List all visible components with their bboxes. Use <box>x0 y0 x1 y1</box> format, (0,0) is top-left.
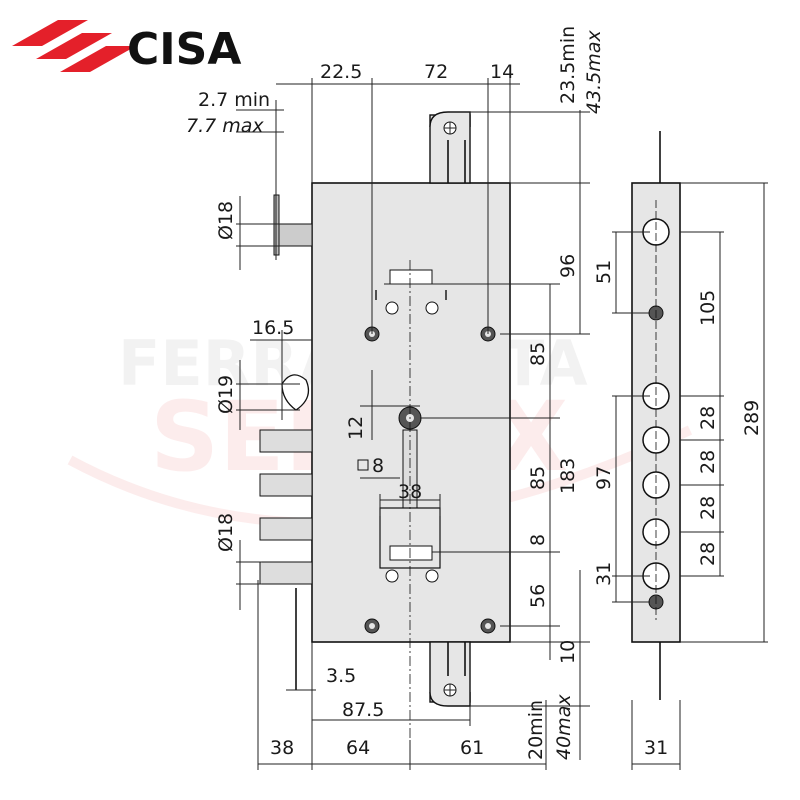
dim-40-value: 40 <box>553 736 575 760</box>
lock-side-view <box>631 131 681 700</box>
left-hardware <box>259 194 313 690</box>
dim-56: 56 <box>527 584 549 608</box>
dim-51: 51 <box>593 260 615 284</box>
dim-square-8: 8 <box>372 455 384 477</box>
dim-20-value: 20 <box>525 736 547 760</box>
dim-23-5-suffix: min <box>557 26 579 62</box>
dim-31-bottom: 31 <box>644 737 668 759</box>
dim-dia18-top: Ø18 <box>215 201 237 240</box>
dim-28-1: 28 <box>697 406 719 430</box>
dim-38-mid: 38 <box>398 481 422 503</box>
dim-12: 12 <box>345 416 367 440</box>
lower-cylinder-cam <box>379 507 441 583</box>
dim-43-5-value: 43.5 <box>583 72 605 114</box>
dim-28-4: 28 <box>697 542 719 566</box>
dim-28-3: 28 <box>697 496 719 520</box>
cisa-logo-stripes-icon <box>12 20 136 72</box>
dim-183: 183 <box>557 458 579 494</box>
dim-38: 38 <box>270 737 294 759</box>
dim-85-lower: 85 <box>527 466 549 490</box>
cisa-logo: CISA <box>12 20 241 75</box>
dim-40-suffix: max <box>553 694 575 736</box>
dimension-labels: 22.5 72 14 2.7 min 7.7 max Ø18 16.5 Ø19 … <box>186 26 763 760</box>
dim-dia19: Ø19 <box>215 375 237 414</box>
dim-3-5: 3.5 <box>326 665 356 687</box>
dim-dia18-bottom: Ø18 <box>215 513 237 552</box>
dim-43-5-suffix: max <box>583 30 605 72</box>
dim-10: 10 <box>557 640 579 664</box>
dim-96: 96 <box>557 254 579 278</box>
top-rod-end <box>429 111 471 128</box>
dim-20-min: 20min <box>525 700 547 760</box>
dim-97: 97 <box>593 466 615 490</box>
dim-23-5-value: 23.5 <box>557 62 579 104</box>
dim-72: 72 <box>424 61 448 83</box>
dim-20-suffix: min <box>525 700 547 736</box>
dim-85-upper: 85 <box>527 342 549 366</box>
dim-105: 105 <box>697 290 719 326</box>
upper-cylinder-cam <box>375 269 447 315</box>
lock-front-view <box>259 111 511 760</box>
dim-16-5: 16.5 <box>252 317 294 339</box>
dim-64: 64 <box>346 737 370 759</box>
dim-289: 289 <box>741 400 763 436</box>
square-icon <box>357 459 369 471</box>
dim-28-2: 28 <box>697 450 719 474</box>
bottom-rod-end <box>429 691 471 707</box>
dim-40-max: 40max <box>553 694 575 760</box>
brand-name: CISA <box>127 24 241 75</box>
dim-23-5-min: 23.5min <box>557 26 579 104</box>
dim-43-5-max: 43.5max <box>583 30 605 114</box>
dim-7-7-max: 7.7 max <box>186 115 264 137</box>
dim-87-5: 87.5 <box>342 699 384 721</box>
dim-22-5: 22.5 <box>320 61 362 83</box>
dimension-lines <box>236 78 768 770</box>
dim-61: 61 <box>460 737 484 759</box>
dim-8: 8 <box>527 534 549 546</box>
dim-14: 14 <box>490 61 514 83</box>
dim-2-7-min: 2.7 min <box>198 89 270 111</box>
dim-31-side: 31 <box>593 562 615 586</box>
